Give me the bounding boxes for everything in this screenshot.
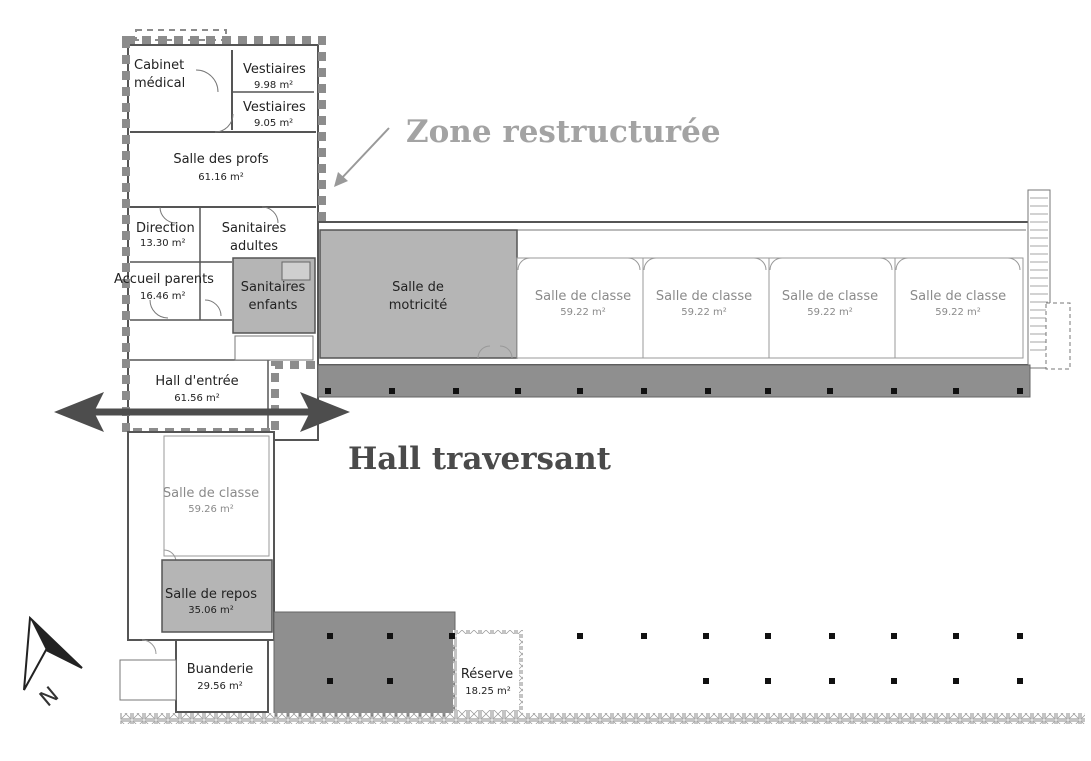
hall-callout: Hall traversant xyxy=(54,392,612,477)
hall-traversant-label: Hall traversant xyxy=(348,441,612,477)
east-stair xyxy=(1027,189,1051,369)
room-area: 9.05 m² xyxy=(254,118,293,129)
zone-restructuree-border xyxy=(122,36,326,436)
room-area: 59.22 m² xyxy=(935,307,981,318)
south-fence xyxy=(120,713,1085,724)
door-swing xyxy=(643,257,657,271)
room-area: 59.22 m² xyxy=(681,307,727,318)
room-name: Salle de classe xyxy=(656,289,752,304)
door-swing xyxy=(769,257,783,271)
zone-pointer-line xyxy=(339,127,390,181)
compass-arrow-fill xyxy=(30,618,82,668)
classroom-1 xyxy=(516,257,644,359)
room-area: 9.98 m² xyxy=(254,80,293,91)
south-covered-area xyxy=(273,611,456,717)
door-swing xyxy=(627,257,641,271)
room-name: Salle de repos xyxy=(165,587,257,602)
room-area: 61.16 m² xyxy=(198,172,244,183)
zone-border-corner-mark xyxy=(135,29,227,41)
room-name: Salle de classe xyxy=(163,486,259,501)
salle-repos-room xyxy=(161,559,273,633)
door-swing xyxy=(159,206,177,224)
room-area: 35.06 m² xyxy=(188,605,234,616)
room-area: 59.26 m² xyxy=(188,504,234,515)
yard-pillars xyxy=(327,633,1023,684)
compass-north-label: N xyxy=(35,682,64,712)
classroom-3 xyxy=(768,257,896,359)
door-swing xyxy=(195,69,219,93)
room-name: Salle de classe xyxy=(782,289,878,304)
room-area: 59.22 m² xyxy=(807,307,853,318)
sanitaires-enfants-fixture xyxy=(281,261,311,281)
lobby-annex xyxy=(234,335,314,361)
room-name: Sanitaires xyxy=(222,221,287,236)
room-name: Direction xyxy=(136,221,195,236)
west-wing-upper xyxy=(127,44,319,441)
west-wing-lower xyxy=(119,431,523,717)
compass-arrow-icon xyxy=(23,615,83,691)
room-name: Cabinet xyxy=(134,58,184,73)
walkway-pillars xyxy=(325,388,1023,394)
room-area: 61.56 m² xyxy=(174,393,220,404)
room-name: motricité xyxy=(389,298,448,313)
west-wing-outline xyxy=(127,44,319,441)
room-name: enfants xyxy=(249,298,298,313)
room-name: Vestiaires xyxy=(243,100,306,115)
room-area: 29.56 m² xyxy=(197,681,243,692)
north-compass: N xyxy=(23,615,83,712)
room-name: Salle de classe xyxy=(910,289,1006,304)
door-swing xyxy=(499,345,513,359)
room-name: Hall d'entrée xyxy=(155,374,238,389)
motricite-room xyxy=(319,229,518,359)
hall-arrow-left-head xyxy=(54,392,104,432)
buanderie-room xyxy=(175,639,269,713)
door-swing xyxy=(1007,257,1021,271)
door-swing xyxy=(753,257,767,271)
east-wing xyxy=(317,189,1071,398)
room-name: Buanderie xyxy=(187,662,254,677)
room-name: Salle de classe xyxy=(535,289,631,304)
room-name: Accueil parents xyxy=(114,272,214,287)
classroom-4 xyxy=(894,257,1024,359)
room-name: Réserve xyxy=(461,667,513,682)
zone-restructuree-label: Zone restructurée xyxy=(406,114,721,150)
door-swing xyxy=(214,113,234,133)
classroom-2 xyxy=(642,257,770,359)
east-stair-treads xyxy=(1030,197,1048,351)
classroom-5 xyxy=(163,435,270,557)
door-swing xyxy=(149,299,169,319)
buanderie-annex xyxy=(119,659,177,701)
door-swing xyxy=(261,206,279,224)
east-stair-landing xyxy=(1045,302,1071,370)
room-name: Vestiaires xyxy=(243,62,306,77)
room-area: 16.46 m² xyxy=(140,291,186,302)
reserve-room xyxy=(453,630,523,714)
room-name: Salle des profs xyxy=(173,152,269,167)
zone-pointer-arrowhead xyxy=(334,172,348,187)
room-area: 18.25 m² xyxy=(465,686,511,697)
room-name: médical xyxy=(134,76,185,91)
room-name: Sanitaires xyxy=(241,280,306,295)
door-swing xyxy=(879,257,893,271)
room-labels: Cabinet médical Vestiaires 9.98 m² Vesti… xyxy=(114,58,1006,697)
door-swing xyxy=(477,345,491,359)
covered-walkway xyxy=(317,364,1031,398)
room-area: 59.22 m² xyxy=(560,307,606,318)
door-swing xyxy=(517,257,531,271)
door-swing xyxy=(141,639,157,655)
room-name: adultes xyxy=(230,239,278,254)
door-swing xyxy=(204,299,222,317)
hall-arrow-right-head xyxy=(300,392,350,432)
room-area: 13.30 m² xyxy=(140,238,186,249)
door-swing xyxy=(895,257,909,271)
room-name: Salle de xyxy=(392,280,444,295)
zone-callout: Zone restructurée xyxy=(334,114,721,187)
